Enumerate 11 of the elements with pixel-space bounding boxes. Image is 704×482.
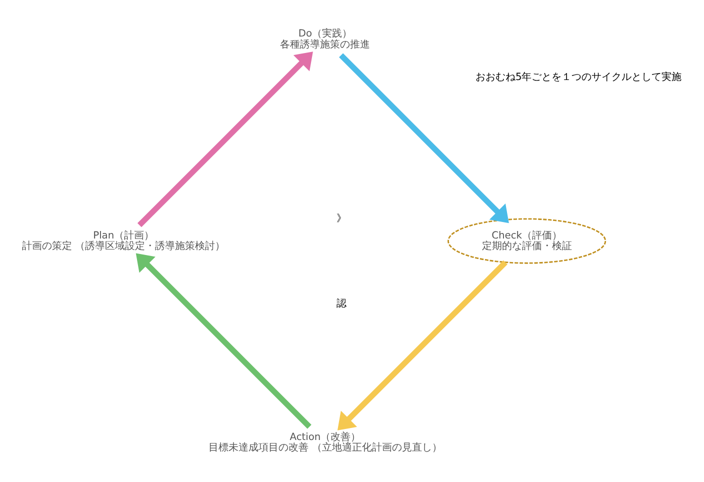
- arrow: [137, 52, 313, 228]
- arrow: [339, 53, 509, 224]
- label: 認: [336, 298, 346, 310]
- node-text: Do（実践） 各種誘導施策の推進: [280, 28, 370, 50]
- node-text: Action（改善） 目標未達成項目の改善 （立地適正化計画の見直し）: [208, 432, 442, 454]
- node-ellipse: Check（評価） 定期的な評価・検証: [448, 218, 606, 264]
- arrow: [337, 260, 508, 430]
- label: おおむね5年ごとを１つのサイクルとして実施: [475, 72, 682, 84]
- arrow: [136, 253, 312, 429]
- label: 》: [336, 214, 346, 225]
- node-text: Plan（計画） 計画の策定 （誘導区域設定・誘導施策検討）: [22, 230, 226, 252]
